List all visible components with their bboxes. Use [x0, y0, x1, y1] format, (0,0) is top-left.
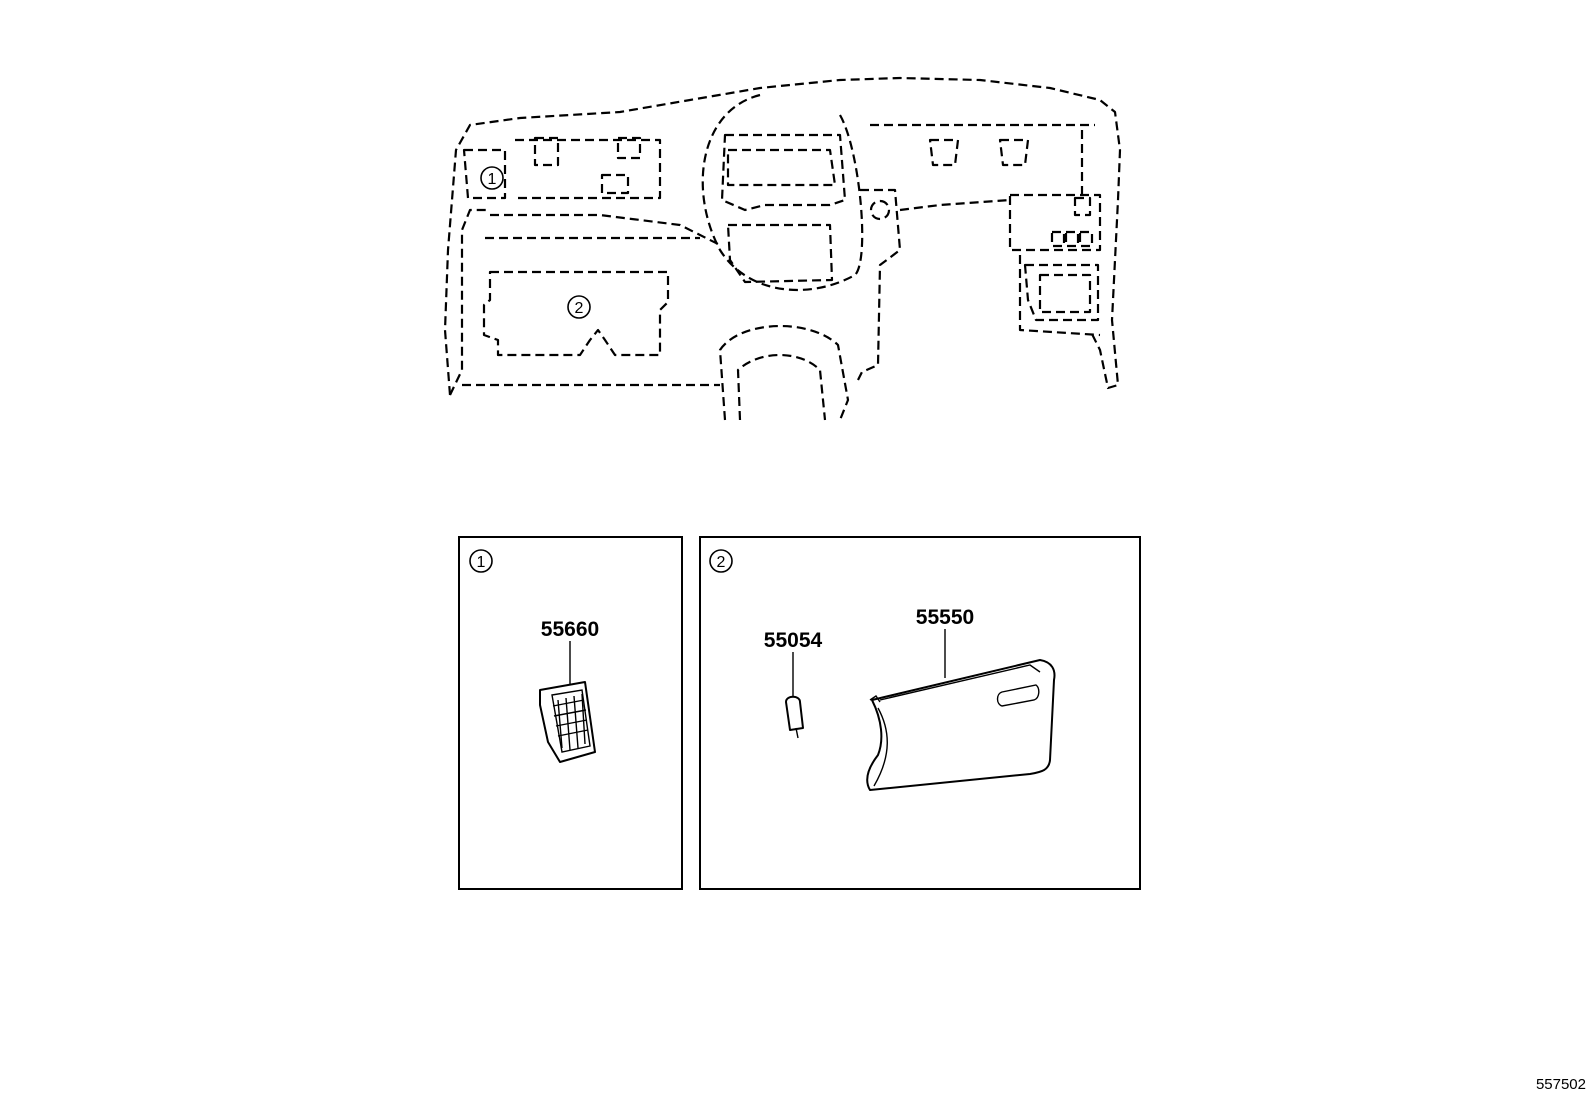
dashboard-overview — [443, 76, 1122, 421]
bulb-part[interactable] — [785, 695, 804, 739]
svg-text:1: 1 — [477, 554, 486, 571]
diagram-id: 557502 — [1535, 1076, 1586, 1093]
svg-text:2: 2 — [717, 554, 726, 571]
detail-panel-1: 1 55660 — [458, 536, 683, 890]
svg-text:1: 1 — [488, 171, 497, 188]
vent-register-part[interactable] — [539, 681, 596, 763]
svg-text:2: 2 — [575, 300, 584, 317]
panel-callout-2: 2 — [709, 549, 733, 573]
part-number-55054[interactable]: 55054 — [764, 629, 823, 652]
panel-callout-1: 1 — [469, 549, 493, 573]
overview-callout-2[interactable]: 2 — [567, 295, 591, 319]
detail-panel-2: 2 55054 55550 — [699, 536, 1141, 890]
part-number-55550[interactable]: 55550 — [916, 606, 974, 629]
overview-callout-1[interactable]: 1 — [480, 166, 504, 190]
glove-box-door-part[interactable] — [866, 659, 1056, 791]
part-number-55660[interactable]: 55660 — [541, 618, 599, 641]
